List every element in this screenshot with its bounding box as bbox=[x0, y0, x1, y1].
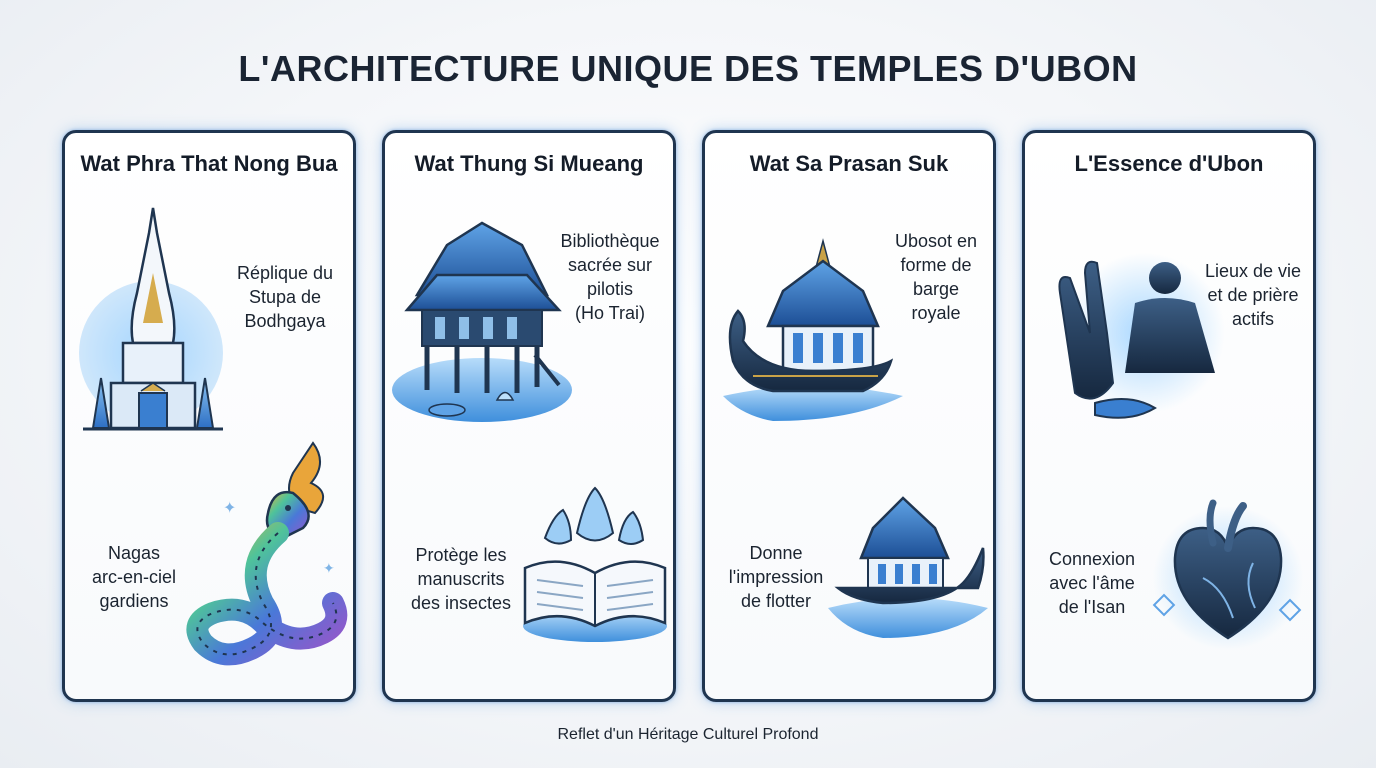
footer-tagline: Reflet d'un Héritage Culturel Profond bbox=[557, 726, 819, 743]
floating-temple-icon bbox=[828, 496, 988, 638]
card-wat-phra-that-nong-bua: Wat Phra That Nong Bua Réplique du Stupa… bbox=[62, 130, 356, 702]
stupa-icon bbox=[79, 207, 223, 431]
card-wat-sa-prasan-suk: Wat Sa Prasan Suk Ubosot en forme de bar… bbox=[702, 130, 996, 702]
card-top-caption: Lieux de vie et de prière actifs bbox=[1204, 261, 1302, 329]
card-essence-d-ubon: L'Essence d'Ubon Lieux de vie et de priè… bbox=[1022, 130, 1316, 702]
rainbow-naga-icon: ✦ ✦ bbox=[186, 441, 348, 666]
svg-text:✦: ✦ bbox=[223, 498, 236, 517]
heart-icon bbox=[1152, 499, 1303, 650]
card-top-caption: Ubosot en forme de barge royale bbox=[894, 231, 978, 323]
stilt-library-icon bbox=[392, 221, 572, 422]
page-title: L'ARCHITECTURE UNIQUE DES TEMPLES D'UBON bbox=[238, 48, 1138, 89]
card-wat-thung-si-mueang: Wat Thung Si Mueang Bibliothèque sacrée … bbox=[382, 130, 676, 702]
svg-text:✦: ✦ bbox=[323, 561, 335, 577]
card-top-caption: Bibliothèque sacrée sur pilotis (Ho Trai… bbox=[560, 231, 660, 323]
card-bottom-caption: Nagas arc-en-ciel gardiens bbox=[91, 543, 177, 611]
open-book-lotus-icon bbox=[523, 486, 667, 642]
card-bottom-caption: Donne l'impression de flotter bbox=[728, 543, 824, 611]
card-title: Wat Thung Si Mueang bbox=[414, 151, 644, 176]
praying-hands-monk-icon bbox=[1058, 253, 1225, 419]
card-title: Wat Phra That Nong Bua bbox=[80, 151, 338, 176]
card-title: L'Essence d'Ubon bbox=[1074, 151, 1264, 176]
card-title: Wat Sa Prasan Suk bbox=[749, 151, 949, 176]
card-bottom-caption: Protège les manuscrits des insectes bbox=[410, 545, 512, 613]
royal-barge-temple-icon bbox=[723, 238, 903, 421]
card-bottom-caption: Connexion avec l'âme de l'Isan bbox=[1048, 549, 1136, 617]
card-top-caption: Réplique du Stupa de Bodhgaya bbox=[236, 263, 334, 331]
